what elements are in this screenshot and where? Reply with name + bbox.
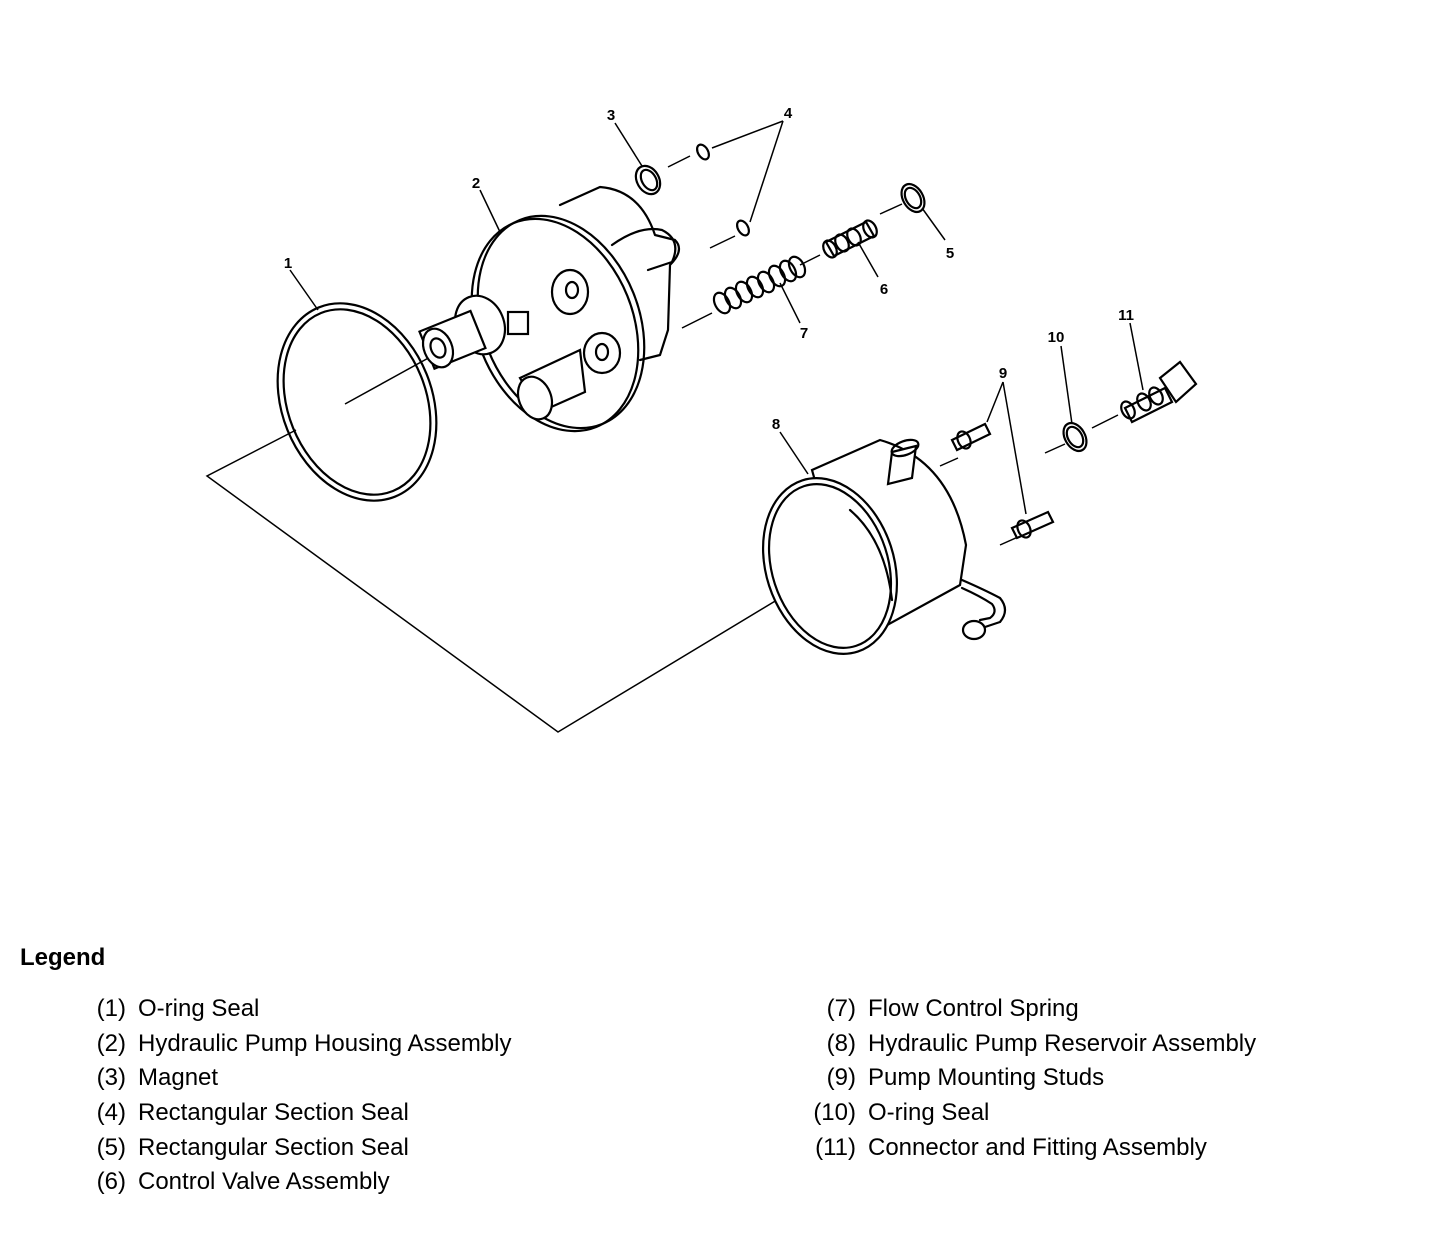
legend-number: (10) bbox=[813, 1099, 856, 1127]
legend-label: O-ring Seal bbox=[138, 995, 260, 1023]
o-ring-seal-10 bbox=[1044, 414, 1119, 454]
legend-item: (1) O-ring Seal bbox=[70, 992, 512, 1027]
callout-1: 1 bbox=[284, 255, 292, 272]
legend-label: Hydraulic Pump Housing Assembly bbox=[138, 1029, 512, 1057]
legend-label: Flow Control Spring bbox=[868, 995, 1079, 1023]
exploded-view-diagram: 1 2 3 4 5 6 7 8 9 10 11 bbox=[205, 105, 1198, 733]
legend-label: O-ring Seal bbox=[868, 1099, 990, 1127]
legend-label: Rectangular Section Seal bbox=[138, 1133, 409, 1161]
assembly-bracket-line bbox=[205, 429, 841, 733]
pump-mounting-studs bbox=[950, 422, 1055, 540]
connector-fitting-assembly bbox=[1120, 360, 1198, 424]
callout-8: 8 bbox=[772, 416, 780, 433]
legend-number: (11) bbox=[815, 1133, 856, 1161]
legend-item: (3) Magnet bbox=[70, 1061, 512, 1096]
legend-number: (5) bbox=[96, 1133, 126, 1161]
legend-label: Control Valve Assembly bbox=[138, 1168, 390, 1196]
legend-number: (8) bbox=[826, 1029, 856, 1057]
legend-label: Connector and Fitting Assembly bbox=[868, 1133, 1207, 1161]
leader-lines bbox=[289, 120, 1144, 515]
callout-10: 10 bbox=[1048, 329, 1065, 346]
legend-number: (7) bbox=[826, 995, 856, 1023]
legend-item: (10) O-ring Seal bbox=[800, 1096, 1256, 1131]
legend-label: Magnet bbox=[138, 1064, 219, 1092]
flow-control-spring bbox=[681, 255, 807, 329]
legend-item: (4) Rectangular Section Seal bbox=[70, 1096, 512, 1131]
legend-item: (2) Hydraulic Pump Housing Assembly bbox=[70, 1027, 512, 1062]
callout-5: 5 bbox=[946, 245, 954, 262]
legend-label: Rectangular Section Seal bbox=[138, 1099, 409, 1127]
legend-number: (1) bbox=[96, 995, 126, 1023]
legend-label: Pump Mounting Studs bbox=[868, 1064, 1105, 1092]
callout-9: 9 bbox=[999, 365, 1007, 382]
pump-housing-assembly bbox=[418, 185, 681, 433]
pump-reservoir-assembly bbox=[761, 438, 1019, 655]
legend-number: (2) bbox=[96, 1029, 126, 1057]
callout-2: 2 bbox=[472, 175, 480, 192]
legend-title: Legend bbox=[20, 944, 106, 971]
callout-11: 11 bbox=[1118, 307, 1134, 324]
callout-7: 7 bbox=[800, 325, 808, 342]
legend-number: (6) bbox=[96, 1168, 126, 1196]
legend-item: (8) Hydraulic Pump Reservoir Assembly bbox=[800, 1027, 1256, 1062]
legend-item: (5) Rectangular Section Seal bbox=[70, 1130, 512, 1165]
control-valve-assembly bbox=[799, 219, 878, 266]
callout-4: 4 bbox=[784, 105, 793, 122]
legend-item: (11) Connector and Fitting Assembly bbox=[800, 1130, 1256, 1165]
legend-item: (9) Pump Mounting Studs bbox=[800, 1061, 1256, 1096]
magnet bbox=[634, 155, 691, 196]
legend-item: (6) Control Valve Assembly bbox=[70, 1165, 512, 1200]
legend-item: (7) Flow Control Spring bbox=[800, 992, 1256, 1027]
callout-3: 3 bbox=[607, 107, 615, 124]
o-ring-seal-1 bbox=[276, 302, 438, 502]
rectangular-section-seal-5 bbox=[879, 182, 926, 215]
legend-number: (9) bbox=[826, 1064, 856, 1092]
callout-6: 6 bbox=[880, 281, 888, 298]
rectangular-section-seal-4 bbox=[696, 143, 750, 249]
legend-number: (4) bbox=[96, 1099, 126, 1127]
legend-label: Hydraulic Pump Reservoir Assembly bbox=[868, 1029, 1257, 1057]
legend-right-column: (7) Flow Control Spring (8) Hydraulic Pump… bbox=[800, 992, 1256, 1165]
legend-number: (3) bbox=[96, 1064, 126, 1092]
legend-left-column: (1) O-ring Seal (2) Hydraulic Pump Housing… bbox=[70, 992, 512, 1200]
